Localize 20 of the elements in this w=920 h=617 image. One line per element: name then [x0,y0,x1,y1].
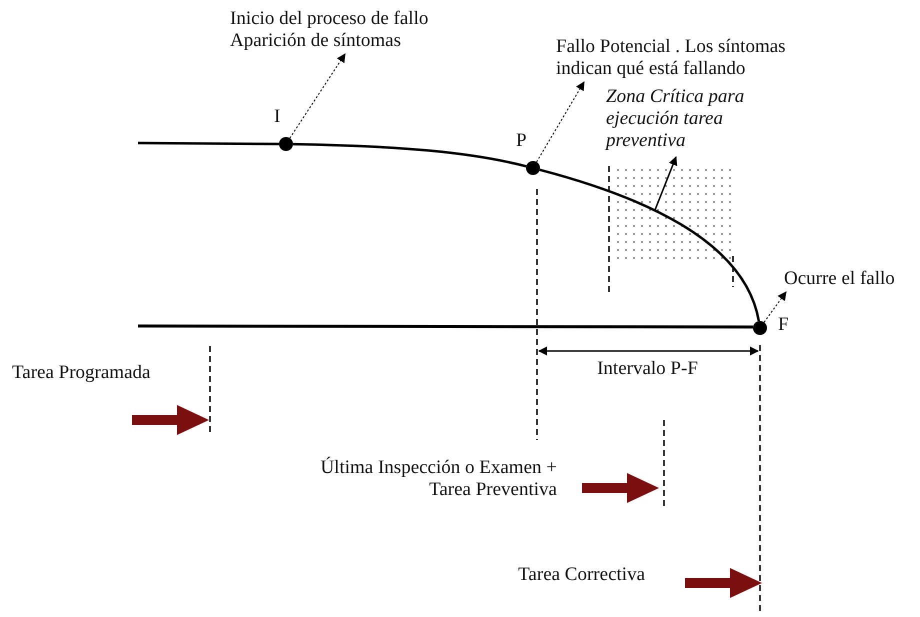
leader-arrow [536,81,584,162]
point-dot [526,161,540,175]
point-dot [753,321,767,335]
task-label: Última Inspección o Examen + Tarea Preventiva [319,457,557,501]
dimension-label: Intervalo P-F [596,358,699,380]
callout-text: Inicio del proceso de fallo Aparición de síntomas [230,8,445,52]
leader-arrow [654,156,678,210]
callout-text: Ocurre el fallo [784,268,918,290]
callout-text: Zona Crítica para ejecución tarea preventiva [606,86,761,152]
curve-line [292,142,526,168]
point-letter: F [778,314,789,336]
task-label: Tarea Correctiva [517,564,645,586]
point-dot [279,137,293,151]
callout-text: Fallo Potencial . Los síntomas indican qué está fallando [556,36,796,80]
leader-arrow [289,53,346,139]
point-letter: P [516,130,527,152]
task-label: Tarea Programada [12,362,152,384]
curve-line [539,168,760,322]
point-letter: I [274,106,280,128]
leader-arrow [764,291,787,323]
